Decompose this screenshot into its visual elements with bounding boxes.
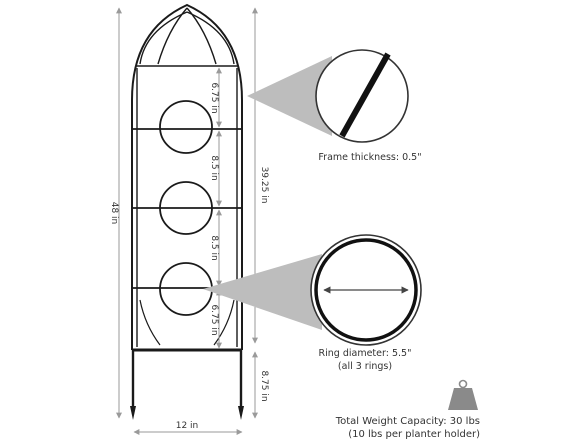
leg-spike-right xyxy=(238,406,244,420)
weight-icon xyxy=(448,379,478,410)
arch-decor-center-right xyxy=(186,7,217,65)
planter-ring-2 xyxy=(159,181,213,235)
planter-ring-1 xyxy=(159,100,213,154)
label-panel-height: 39.25 in xyxy=(259,167,269,204)
arch-decor-left xyxy=(139,11,188,65)
capacity-line-2: (10 lbs per planter holder) xyxy=(348,429,480,440)
label-width: 12 in xyxy=(176,421,199,431)
leg-spike-left xyxy=(130,406,136,420)
label-leg-height: 8.75 in xyxy=(259,370,269,401)
lower-curve-left xyxy=(139,299,161,346)
ring-diameter-note: (all 3 rings) xyxy=(338,361,392,372)
ring-diameter-callout xyxy=(203,234,422,346)
arch-decor-center-left xyxy=(157,7,188,65)
trellis-frame xyxy=(131,3,243,408)
label-overall-height: 48 in xyxy=(109,202,119,225)
frame-thickness-caption: Frame thickness: 0.5" xyxy=(318,152,421,163)
label-ring-gap-1: 8.5 in xyxy=(209,155,219,180)
callout-beam-frame xyxy=(247,56,332,136)
ring-zoom xyxy=(314,238,418,342)
label-top-gap: 6.75 in xyxy=(209,82,219,113)
label-ring-gap-2: 8.5 in xyxy=(209,235,219,260)
frame-bar-zoom xyxy=(339,52,391,138)
callout-beam-ring xyxy=(203,254,322,330)
ring-diameter-caption: Ring diameter: 5.5" xyxy=(319,348,412,359)
dimension-lines xyxy=(116,7,258,435)
capacity-line-1: Total Weight Capacity: 30 lbs xyxy=(335,416,480,427)
label-bottom-gap: 6.75 in xyxy=(209,304,219,335)
arch-decor-right xyxy=(186,11,235,65)
outer-frame xyxy=(131,3,243,350)
frame-thickness-callout xyxy=(247,49,409,143)
